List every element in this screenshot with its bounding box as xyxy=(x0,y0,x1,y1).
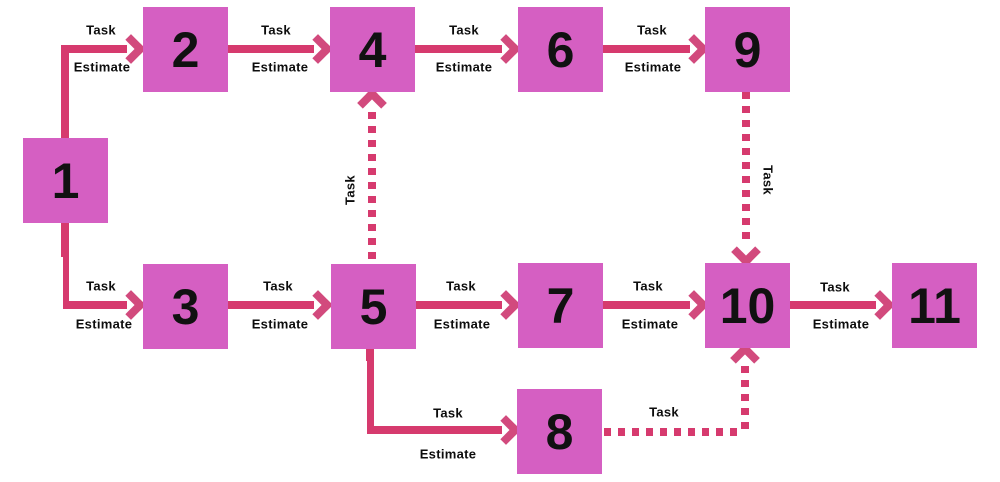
node-7: 7 xyxy=(518,263,603,348)
edge-label-estimate: Estimate xyxy=(624,59,682,75)
edge-2-4-line xyxy=(228,45,314,53)
edge-label-estimate: Estimate xyxy=(251,316,309,332)
edge-5-4-line xyxy=(368,112,376,264)
arrowhead-4-6-icon xyxy=(491,34,521,64)
milestone-bar xyxy=(44,20,60,86)
edge-label-task: Task xyxy=(263,278,293,294)
edge-1-3-line xyxy=(61,301,127,309)
edge-8-10-line xyxy=(604,428,742,436)
milestone-bar xyxy=(348,361,367,448)
edge-label-task: Task xyxy=(760,165,776,195)
edge-1-3-line xyxy=(61,223,69,306)
milestone-bar xyxy=(47,257,63,313)
edge-1-2-line xyxy=(61,45,127,53)
node-5: 5 xyxy=(331,264,416,349)
node-4: 4 xyxy=(330,7,415,92)
edge-9-10-line xyxy=(742,92,750,242)
edge-label-task: Task xyxy=(86,22,116,38)
edge-label-estimate: Estimate xyxy=(251,59,309,75)
edge-label-task: Task xyxy=(449,22,479,38)
node-9: 9 xyxy=(705,7,790,92)
arrowhead-3-5-icon xyxy=(303,290,333,320)
edge-10-11-line xyxy=(789,301,876,309)
edge-8-10-line xyxy=(741,366,749,430)
arrowhead-5-7-icon xyxy=(491,290,521,320)
edge-label-task: Task xyxy=(637,22,667,38)
node-2: 2 xyxy=(143,7,228,92)
edge-5-8-line xyxy=(366,426,502,434)
arrowhead-10-11-icon xyxy=(865,290,895,320)
arrowhead-1-3-icon xyxy=(116,290,146,320)
edge-label-estimate: Estimate xyxy=(621,316,679,332)
node-11: 11 xyxy=(892,263,977,348)
edge-label-task: Task xyxy=(86,278,116,294)
edge-label-estimate: Estimate xyxy=(435,59,493,75)
edge-label-estimate: Estimate xyxy=(812,316,870,332)
edge-label-task: Task xyxy=(633,278,663,294)
edge-5-8-line xyxy=(366,348,374,434)
edge-label-task: Task xyxy=(261,22,291,38)
edge-6-9-line xyxy=(602,45,690,53)
edge-3-5-line xyxy=(228,301,314,309)
edge-4-6-line xyxy=(415,45,502,53)
arrowhead-5-4-icon xyxy=(357,88,387,118)
node-8: 8 xyxy=(517,389,602,474)
edge-7-10-line xyxy=(602,301,690,309)
node-3: 3 xyxy=(143,264,228,349)
edge-label-task: Task xyxy=(649,404,679,420)
edge-label-estimate: Estimate xyxy=(419,446,477,462)
node-1: 1 xyxy=(23,138,108,223)
edge-label-task: Task xyxy=(433,405,463,421)
node-6: 6 xyxy=(518,7,603,92)
edge-label-task: Task xyxy=(820,279,850,295)
edge-label-task: Task xyxy=(446,278,476,294)
edge-5-7-line xyxy=(416,301,502,309)
edge-label-estimate: Estimate xyxy=(433,316,491,332)
edge-label-estimate: Estimate xyxy=(73,59,131,75)
edge-label-task: Task xyxy=(342,175,358,205)
edge-label-estimate: Estimate xyxy=(75,316,133,332)
edge-1-2-line xyxy=(61,48,69,139)
node-10: 10 xyxy=(705,263,790,348)
